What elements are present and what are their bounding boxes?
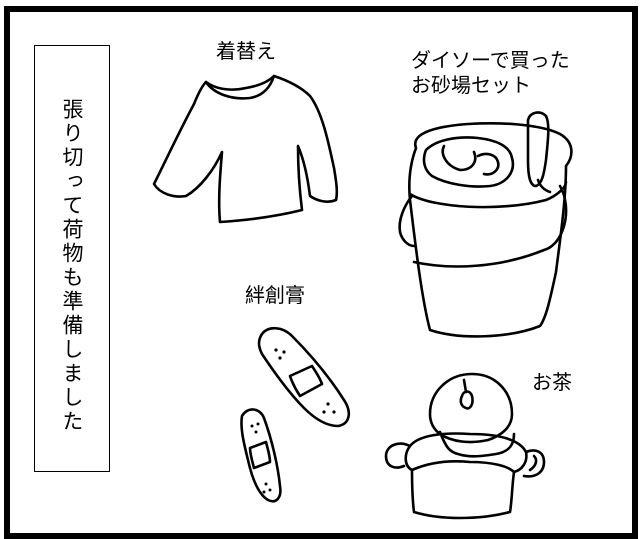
tea-bottle-icon xyxy=(384,372,546,520)
narration-box: 張り切って荷物も準備しました xyxy=(34,45,110,472)
bandage-icon xyxy=(240,326,351,503)
narration-text: 張り切って荷物も準備しました xyxy=(60,98,84,434)
clothes-label: 着替え xyxy=(216,39,276,63)
shirt-icon xyxy=(152,74,339,224)
bandage-label: 絆創膏 xyxy=(245,283,305,307)
sand-set-label-line1: ダイソーで買った xyxy=(411,48,570,72)
sand-set-label-line2: お砂場セット xyxy=(411,73,531,97)
sand-set-label: ダイソーで買った お砂場セット xyxy=(411,48,570,98)
sand-bucket-icon xyxy=(398,111,573,338)
tea-label: お茶 xyxy=(532,370,572,394)
